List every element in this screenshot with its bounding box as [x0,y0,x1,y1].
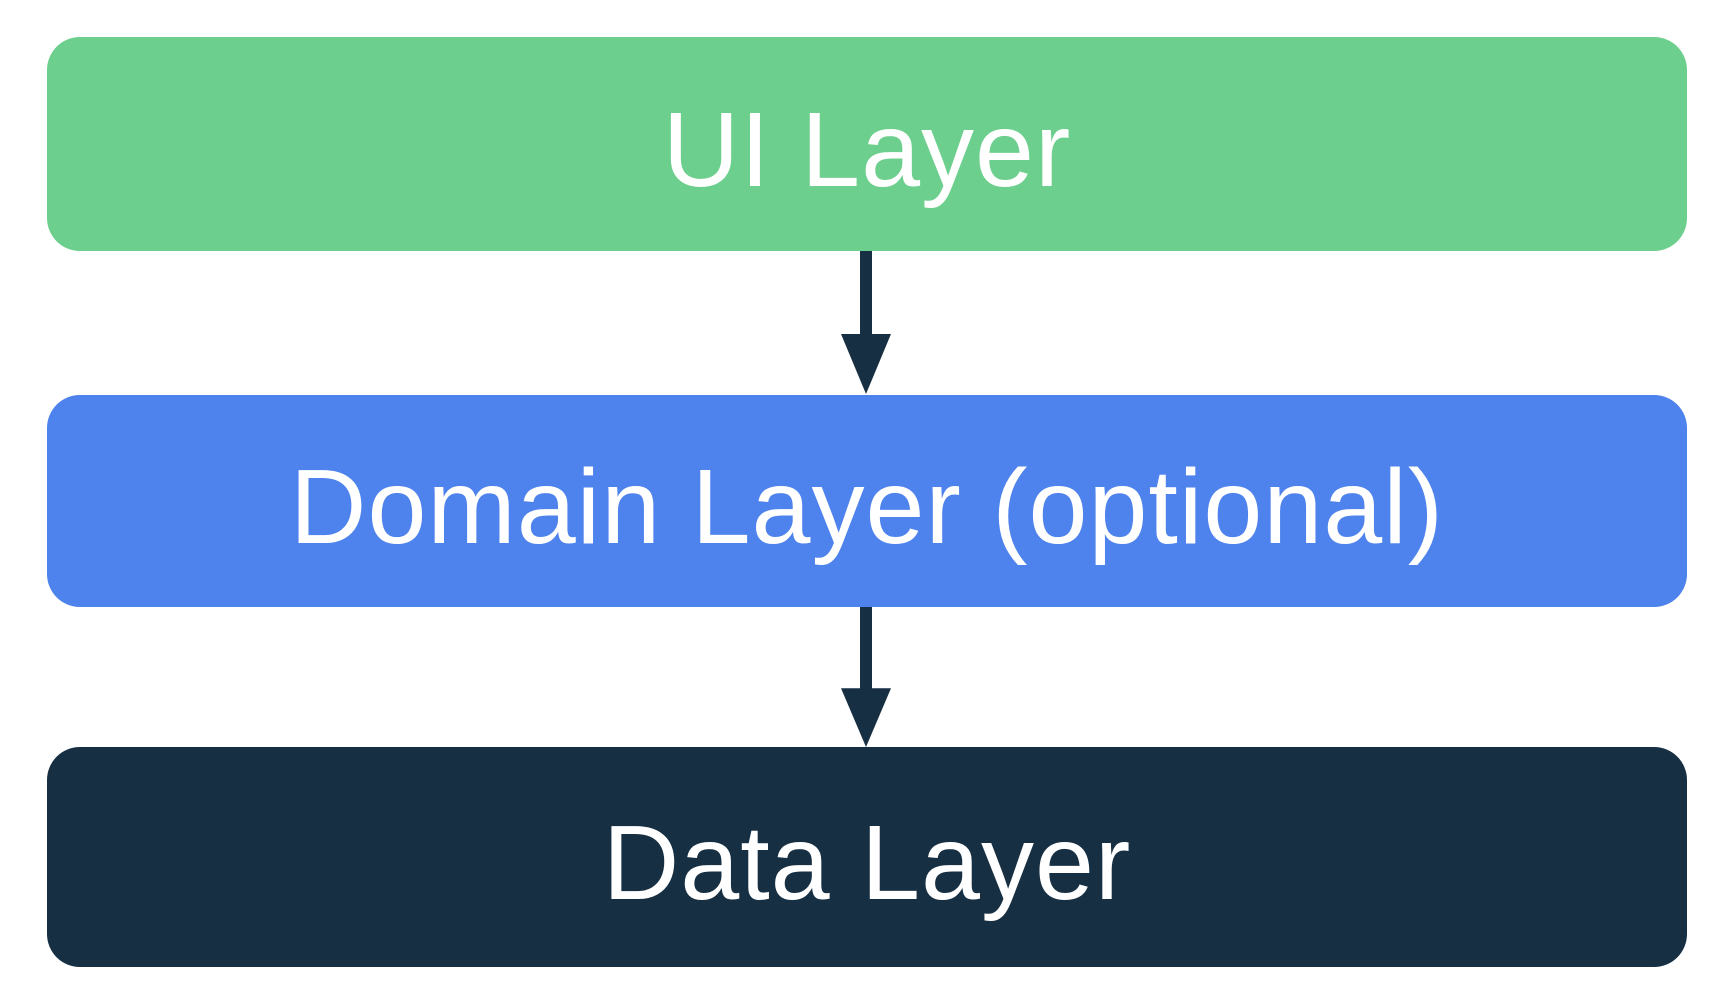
data-layer-box: Data Layer [47,747,1687,967]
down-arrow-icon [841,607,891,747]
domain-layer-box: Domain Layer (optional) [47,395,1687,607]
ui-layer-box: UI Layer [47,37,1687,251]
down-arrow-icon [841,251,891,394]
domain-layer-label: Domain Layer (optional) [289,448,1445,566]
ui-layer-label: UI Layer [662,91,1072,209]
data-layer-label: Data Layer [602,804,1132,922]
